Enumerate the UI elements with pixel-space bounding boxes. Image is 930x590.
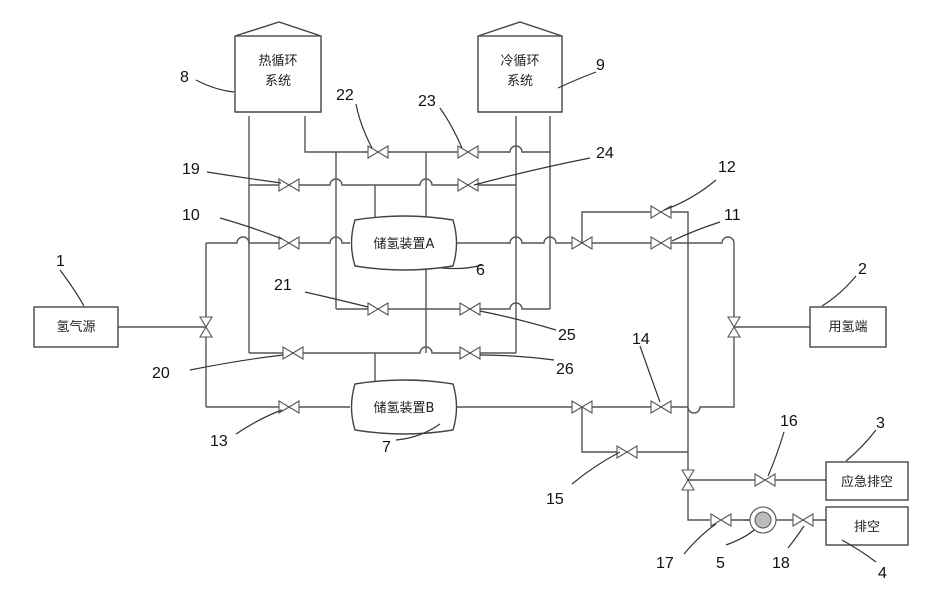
label-15: 15 [546, 491, 564, 508]
valve-16[interactable] [755, 474, 775, 486]
valve-set [200, 146, 813, 533]
pump-5[interactable] [743, 507, 776, 533]
label-2: 2 [858, 261, 867, 278]
valve-12[interactable] [651, 206, 671, 218]
number-labels: 1 2 3 4 5 6 7 8 9 10 11 12 13 14 15 16 1… [56, 57, 887, 582]
valve-23[interactable] [458, 146, 478, 158]
valve-20[interactable] [283, 347, 303, 359]
label-13: 13 [210, 433, 228, 450]
valve-21[interactable] [368, 303, 388, 315]
label-19: 19 [182, 161, 200, 178]
valve-25[interactable] [460, 303, 480, 315]
hydrogen-source-box: 氢气源 [34, 307, 118, 347]
svg-text:排空: 排空 [854, 520, 880, 535]
label-4: 4 [878, 565, 887, 582]
valve-14[interactable] [651, 401, 671, 413]
label-23: 23 [418, 93, 436, 110]
label-18: 18 [772, 555, 790, 572]
label-12: 12 [718, 159, 736, 176]
label-5: 5 [716, 555, 725, 572]
label-22: 22 [336, 87, 354, 104]
valve-17[interactable] [711, 514, 731, 526]
valve-11[interactable] [651, 237, 671, 249]
svg-text:应急排空: 应急排空 [841, 474, 893, 490]
label-10: 10 [182, 207, 200, 224]
storage-tank-b: 储氢装置B [352, 380, 457, 434]
svg-text:热循环: 热循环 [258, 54, 297, 69]
svg-text:储氢装置A: 储氢装置A [374, 237, 435, 252]
valve-22[interactable] [368, 146, 388, 158]
emergency-vent-box: 应急排空 [826, 462, 908, 500]
svg-text:系统: 系统 [507, 74, 533, 89]
label-3: 3 [876, 415, 885, 432]
label-14: 14 [632, 331, 650, 348]
label-25: 25 [558, 327, 576, 344]
label-20: 20 [152, 365, 170, 382]
label-17: 17 [656, 555, 674, 572]
label-7: 7 [382, 439, 391, 456]
valve-13[interactable] [279, 401, 299, 413]
label-9: 9 [596, 57, 605, 74]
vent-box: 排空 [826, 507, 908, 545]
cold-cycle-system: 冷循环 系统 [478, 22, 562, 112]
svg-text:氢气源: 氢气源 [56, 319, 95, 335]
label-8: 8 [180, 69, 189, 86]
label-26: 26 [556, 361, 574, 378]
svg-text:储氢装置B: 储氢装置B [374, 401, 435, 416]
valve-26[interactable] [460, 347, 480, 359]
label-1: 1 [56, 253, 65, 270]
pipe-network [118, 116, 826, 520]
label-24: 24 [596, 145, 614, 162]
valve-19[interactable] [279, 179, 299, 191]
hydrogen-user-box: 用氢端 [810, 307, 886, 347]
storage-tank-a: 储氢装置A [352, 216, 457, 270]
valve-18[interactable] [793, 514, 813, 526]
label-6: 6 [476, 262, 485, 279]
svg-text:系统: 系统 [265, 74, 291, 89]
leader-lines [60, 72, 876, 562]
label-16: 16 [780, 413, 798, 430]
heat-cycle-system: 热循环 系统 [235, 22, 321, 112]
svg-text:冷循环: 冷循环 [500, 54, 539, 69]
label-21: 21 [274, 277, 292, 294]
svg-text:用氢端: 用氢端 [828, 320, 867, 335]
label-11: 11 [724, 207, 741, 224]
